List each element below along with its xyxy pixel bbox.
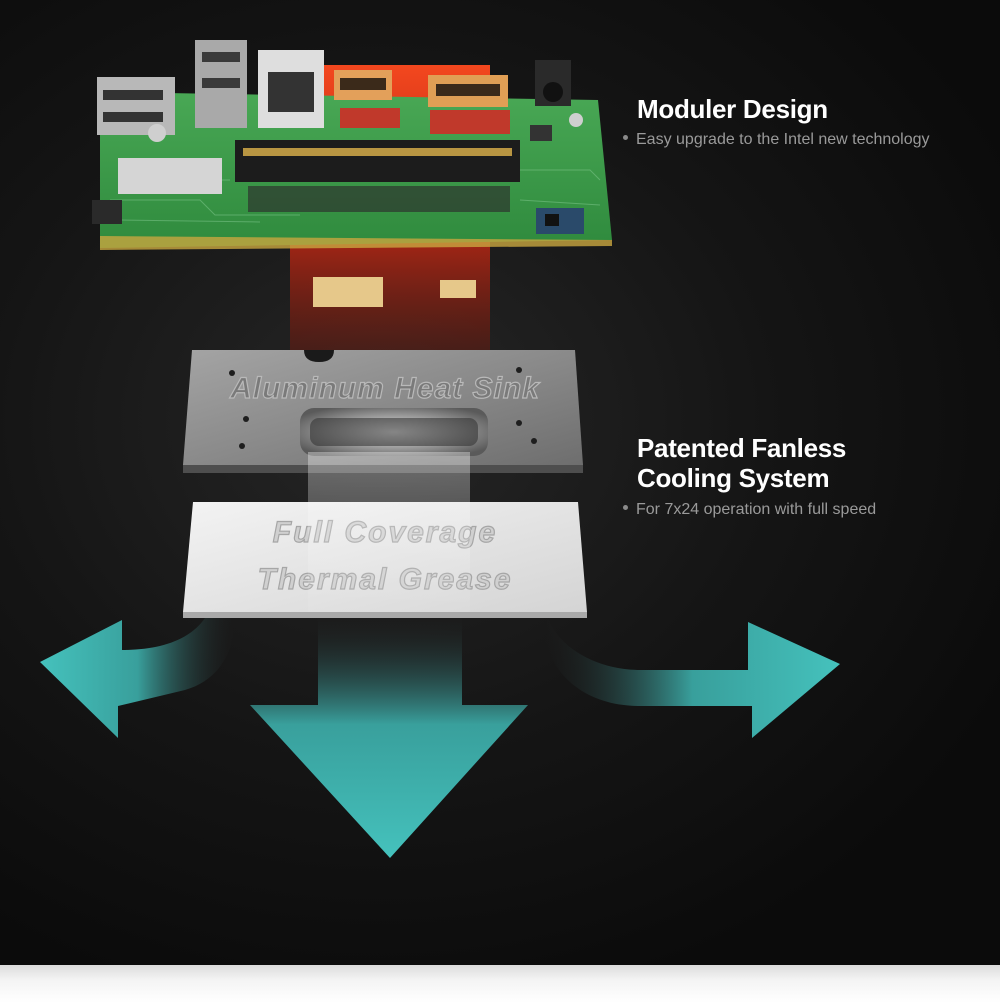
floor-reflection — [0, 965, 1000, 1003]
bullet-dot-icon — [623, 135, 628, 141]
thermal-pad-small — [440, 280, 476, 298]
side-usb-ports — [97, 77, 175, 135]
thermal-pad-large — [313, 277, 383, 307]
motherboard-pcb — [92, 40, 612, 250]
feature-bullet-text: Easy upgrade to the Intel new technology — [636, 131, 930, 148]
ram-slot — [235, 140, 520, 182]
heat-sink-label: Aluminum Heat Sink — [229, 372, 540, 405]
airflow-down-arrow — [250, 615, 528, 858]
feature-title-modular-design: Moduler Design — [637, 94, 828, 124]
feature-title-fanless-line2: Cooling System — [637, 463, 830, 493]
sd-card-slot — [118, 158, 222, 194]
feature-bullet-modular-design: Easy upgrade to the Intel new technology — [623, 130, 930, 150]
aluminum-heat-sink: Aluminum Heat Sink — [183, 350, 583, 473]
airflow-left-arrow — [40, 618, 235, 738]
airflow-arrows — [40, 615, 840, 858]
bullet-dot-icon — [623, 505, 628, 511]
airflow-right-arrow — [545, 618, 840, 738]
feature-title-fanless-line1: Patented Fanless — [637, 433, 847, 463]
feature-bullet-fanless: For 7x24 operation with full speed — [623, 500, 876, 520]
feature-bullet-text: For 7x24 operation with full speed — [636, 501, 877, 518]
cooling-beam — [308, 452, 470, 612]
